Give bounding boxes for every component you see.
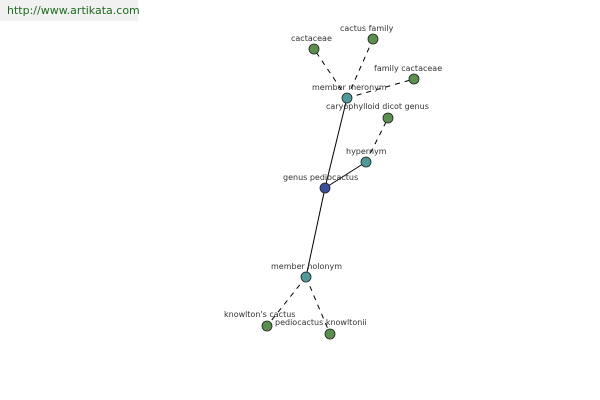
graph-labels: cactaceae cactus family family cactaceae me… <box>224 24 442 327</box>
edge-member-holonym-to-knowltons-cactus <box>266 276 307 327</box>
edge-member-holonym-to-pediocactus-knowltonii <box>305 276 331 335</box>
label-member-meronym[interactable]: member meronym <box>312 83 387 92</box>
node-member-meronym[interactable] <box>341 92 353 104</box>
label-cactaceae[interactable]: cactaceae <box>291 34 332 43</box>
edge-genus-pediocactus-to-member-holonym <box>305 187 326 278</box>
edge-hypernym-to-caryophylloid-dicot-genus <box>365 117 389 163</box>
label-caryophylloid-dicot-genus[interactable]: caryophylloid dicot genus <box>326 102 429 111</box>
label-hypernym[interactable]: hypernym <box>346 147 387 156</box>
watermark-url[interactable]: http://www.artikata.com <box>7 4 140 17</box>
node-cactus-family[interactable] <box>367 33 379 45</box>
label-knowltons-cactus[interactable]: knowlton's cactus <box>224 310 295 319</box>
watermark: http://www.artikata.com <box>0 0 140 21</box>
label-member-holonym[interactable]: member holonym <box>271 262 342 271</box>
node-family-cactaceae[interactable] <box>408 73 420 85</box>
node-knowltons-cactus[interactable] <box>261 320 273 332</box>
edge-member-meronym-to-family-cactaceae <box>346 78 415 99</box>
node-caryophylloid-dicot-genus[interactable] <box>382 112 394 124</box>
edge-genus-pediocactus-to-hypernym <box>324 161 367 189</box>
edge-genus-pediocactus-to-member-meronym <box>324 97 348 189</box>
node-pediocactus-knowltonii[interactable] <box>324 328 336 340</box>
node-genus-pediocactus[interactable] <box>319 182 331 194</box>
node-hypernym[interactable] <box>360 156 372 168</box>
label-cactus-family[interactable]: cactus family <box>340 24 394 33</box>
label-family-cactaceae[interactable]: family cactaceae <box>374 64 442 73</box>
edge-member-meronym-to-cactus-family <box>346 38 374 99</box>
label-pediocactus-knowltonii[interactable]: pediocactus knowltonii <box>275 318 367 327</box>
node-member-holonym[interactable] <box>300 271 312 283</box>
label-genus-pediocactus[interactable]: genus pediocactus <box>283 173 358 182</box>
node-cactaceae[interactable] <box>308 43 320 55</box>
graph-nodes <box>261 33 420 340</box>
graph-edges <box>266 38 415 335</box>
